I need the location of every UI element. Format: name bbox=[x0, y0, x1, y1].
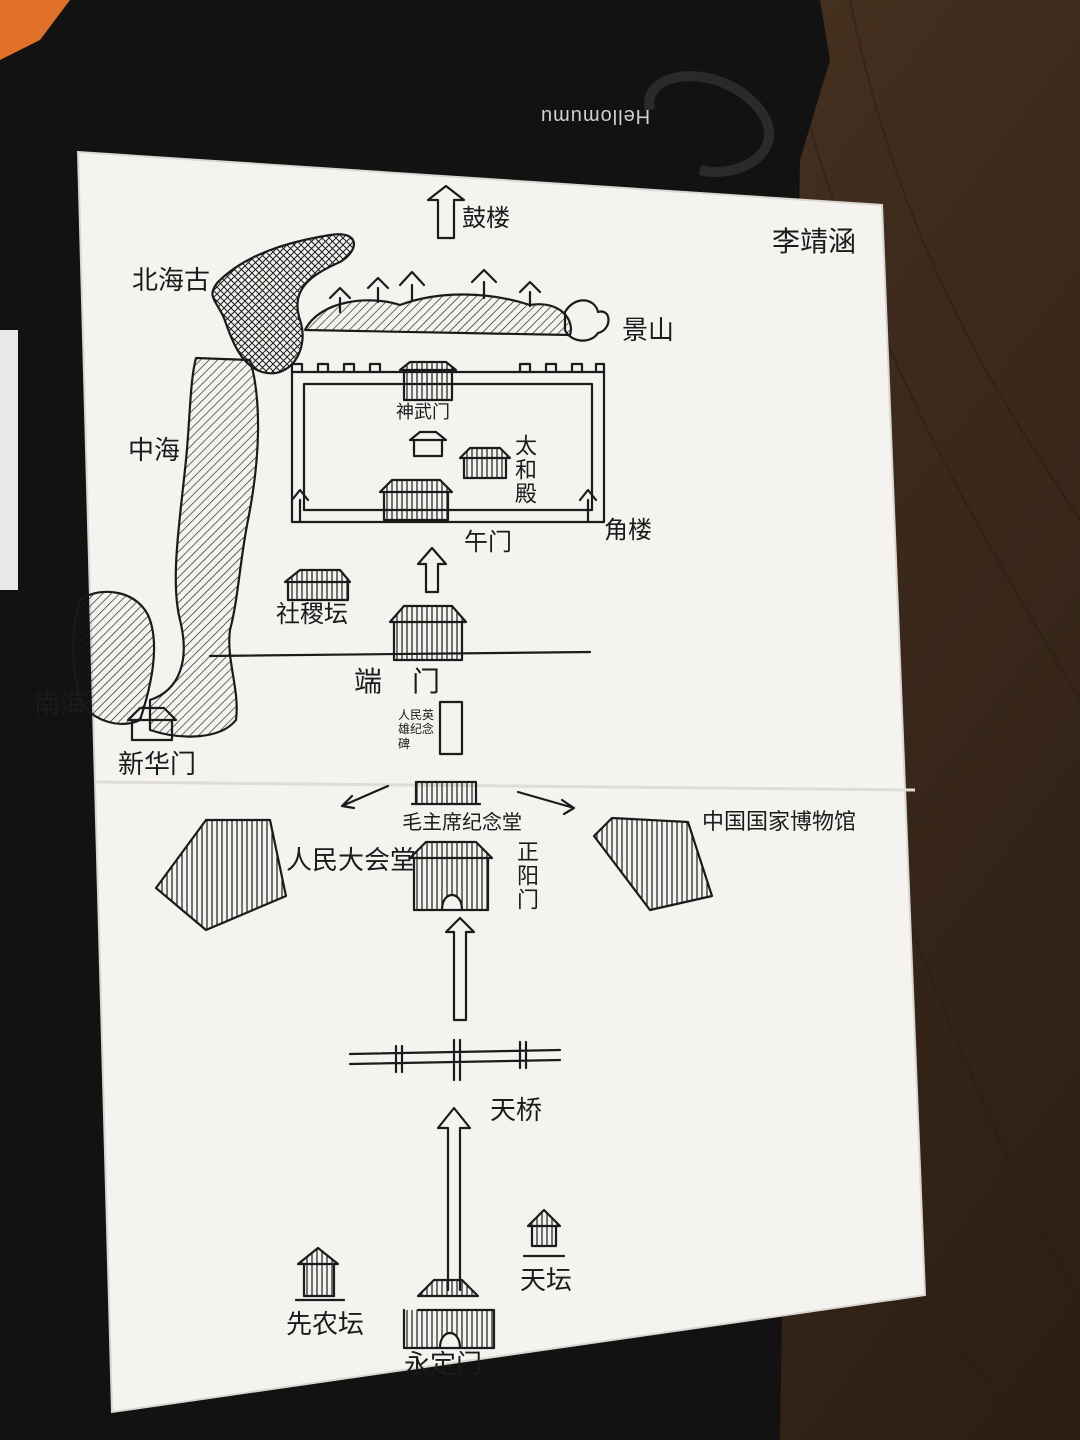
wumen-gate bbox=[378, 478, 454, 522]
lower-axis-arrow bbox=[436, 1106, 472, 1292]
label-tianqiao: 天桥 bbox=[490, 1096, 543, 1126]
beihai-lake bbox=[211, 233, 356, 375]
label-nanhai: 南海 bbox=[34, 690, 87, 720]
tiantan-temple bbox=[522, 1208, 566, 1258]
paper-fold bbox=[94, 780, 916, 792]
arrow-to-museum bbox=[516, 790, 576, 816]
label-zhengyangmen: 正阳门 bbox=[513, 840, 538, 912]
jingshan-pavilions bbox=[328, 268, 542, 314]
great-hall-building bbox=[154, 818, 288, 932]
xinhuamen-gate bbox=[126, 706, 178, 742]
label-xinhuamen: 新华门 bbox=[118, 750, 197, 780]
arrow-up-icon bbox=[416, 546, 448, 594]
taihedian-hall bbox=[458, 446, 512, 480]
tianqiao-bridge bbox=[348, 1038, 562, 1082]
shejitan-altar bbox=[283, 568, 352, 602]
arrow-to-great-hall bbox=[340, 784, 390, 810]
label-taihedian: 太和殿 bbox=[511, 434, 536, 506]
label-beihai: 北海古 bbox=[132, 266, 211, 296]
corner-tower-right bbox=[578, 488, 598, 524]
label-tiantan: 天坛 bbox=[520, 1266, 573, 1296]
label-jingshan: 景山 bbox=[622, 316, 675, 346]
label-wumen: 午门 bbox=[464, 528, 512, 556]
label-mausoleum: 毛主席纪念堂 bbox=[402, 810, 522, 834]
wall-crenellations bbox=[290, 362, 606, 374]
museum-building bbox=[592, 816, 714, 912]
bag-strap bbox=[644, 71, 775, 177]
east-west-road bbox=[208, 650, 592, 658]
central-axis-arrow bbox=[444, 916, 476, 1022]
monument bbox=[438, 700, 464, 756]
bag-white-print bbox=[0, 330, 18, 590]
label-north-arrow: 鼓楼 bbox=[462, 204, 510, 232]
duanmen-gate bbox=[388, 604, 468, 662]
zhengyangmen-gate bbox=[408, 840, 494, 912]
label-duanmen: 端门 bbox=[354, 665, 471, 698]
label-title-name: 李靖涵 bbox=[772, 225, 857, 258]
bag-orange-trim bbox=[0, 0, 70, 60]
north-arrow-icon bbox=[426, 184, 466, 240]
label-zhonghai: 中海 bbox=[128, 436, 181, 466]
yongdingmen-gate bbox=[402, 1278, 496, 1350]
mausoleum bbox=[410, 780, 482, 806]
ink-drawing bbox=[72, 184, 714, 1350]
corner-tower-left bbox=[290, 488, 310, 524]
shenwumen-gate bbox=[398, 360, 458, 402]
label-yongdingmen: 永定门 bbox=[404, 1350, 483, 1380]
label-museum: 中国国家博物馆 bbox=[702, 810, 857, 835]
label-great-hall: 人民大会堂 bbox=[286, 846, 417, 876]
label-monument: 人民英雄纪念碑 bbox=[398, 708, 435, 751]
label-jiaolou: 角楼 bbox=[604, 516, 652, 544]
label-shejitan: 社稷坛 bbox=[276, 600, 348, 628]
label-xiannongtan: 先农坛 bbox=[286, 1310, 365, 1340]
small-hall bbox=[408, 430, 448, 458]
xiannongtan-altar bbox=[294, 1246, 346, 1302]
label-shenwumen: 神武门 bbox=[396, 402, 450, 423]
paper-sheet bbox=[76, 150, 927, 1414]
jingshan-trees bbox=[563, 299, 610, 342]
bag-brand-label: Hellomumu bbox=[540, 105, 651, 127]
jingshan-hill bbox=[303, 293, 573, 337]
zhonghai-lake bbox=[148, 356, 260, 738]
